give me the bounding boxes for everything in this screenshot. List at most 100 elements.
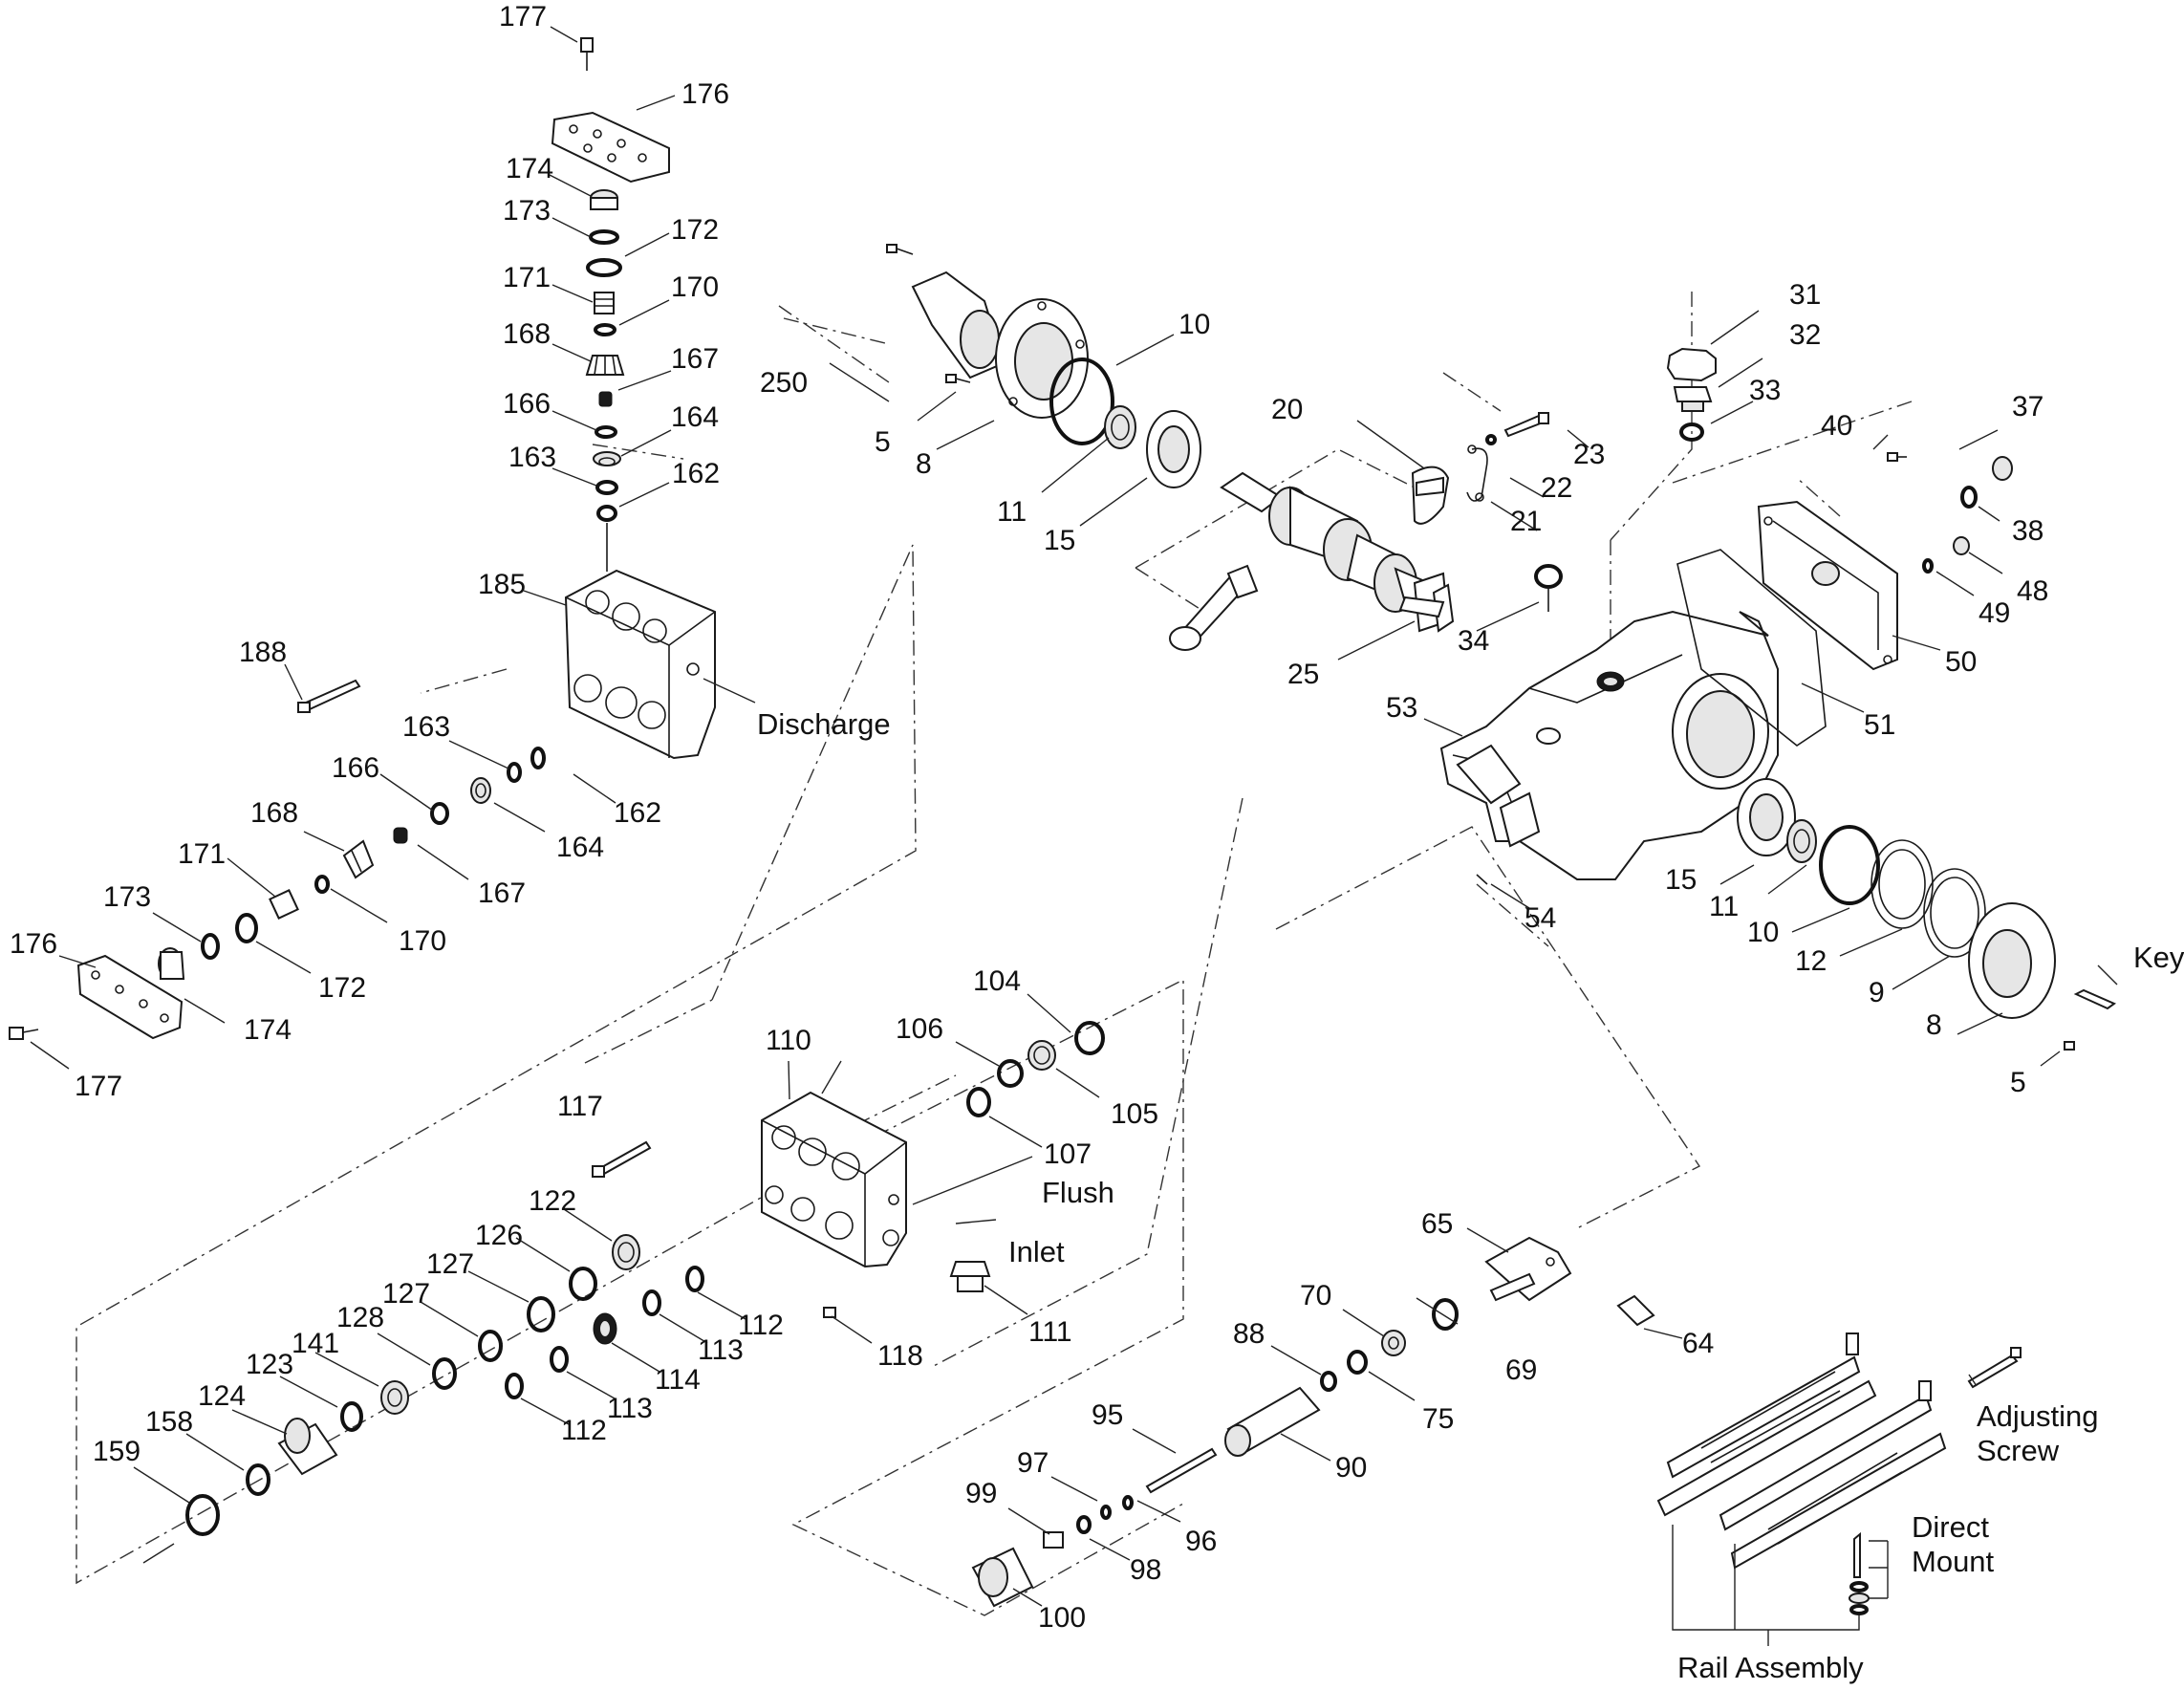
plug-37 [1992,456,2013,481]
washer-70 [1381,1330,1406,1356]
label-key: Key [2133,941,2184,974]
shim-12 [1870,839,1934,929]
valve-cover-176-top [551,111,670,184]
screws-5-top [886,244,971,383]
bearing-half-21 [1466,444,1488,502]
label-31: 31 [1789,279,1821,311]
washer-170-top [594,323,616,336]
label-25: 25 [1287,659,1319,690]
label-20: 20 [1271,394,1303,425]
oring-10-top [1049,358,1114,445]
seal-11-right [1786,819,1817,863]
oring-162-left [530,747,546,769]
label-69: 69 [1505,1354,1537,1386]
label-98: 98 [1130,1554,1161,1586]
bolt-188 [297,679,361,713]
inlet-manifold-fittings [185,1021,1105,1536]
label-172-top: 172 [671,214,719,246]
washer-88 [1320,1371,1337,1392]
ring-128 [432,1357,457,1390]
label-167-left: 167 [478,878,526,909]
connecting-rod [1169,564,1259,651]
plunger-rod-65 [1484,1236,1572,1302]
oring-163-left [507,762,522,783]
filler-cap-31 [1666,347,1717,382]
label-33: 33 [1749,375,1781,406]
label-97: 97 [1017,1447,1049,1479]
label-88: 88 [1233,1318,1265,1350]
rear-cover-50 [1757,500,1898,671]
label-104: 104 [973,965,1021,997]
label-50: 50 [1945,646,1977,678]
bearing-cover-group-top [886,244,1201,488]
label-10-right: 10 [1747,917,1779,948]
label-96: 96 [1185,1526,1217,1557]
plug-174-top [590,189,618,210]
label-118: 118 [877,1340,923,1372]
stud-95 [1145,1447,1218,1494]
label-173-left: 173 [103,881,151,913]
breather-32 [1673,386,1713,412]
label-167-top: 167 [671,343,719,375]
ring-126 [569,1267,597,1301]
plug-174-left [158,947,185,980]
label-185: 185 [478,569,526,600]
label-12: 12 [1795,945,1827,977]
ring-127-a [527,1296,555,1332]
label-mount: Mount [1912,1545,1995,1578]
label-173-top: 173 [503,195,551,227]
label-127-b: 127 [382,1278,430,1310]
label-250: 250 [760,367,808,399]
oring-172-top [586,258,622,277]
label-113-b: 113 [607,1393,653,1424]
label-75: 75 [1422,1403,1454,1435]
screw-177-left [9,1027,39,1040]
oring-173-top [589,229,619,245]
inlet-manifold-110 [761,1091,907,1268]
oring-112-b [505,1373,524,1399]
seal-105 [1027,1040,1056,1071]
label-141: 141 [292,1328,339,1359]
oring-123 [340,1401,363,1432]
oring-158 [246,1463,270,1496]
label-128: 128 [336,1302,384,1333]
label-adjusting: Adjusting [1977,1399,2099,1433]
valve-stack-top [551,37,670,572]
label-176-left: 176 [10,928,57,960]
label-54: 54 [1524,902,1556,934]
plunger-assembly [971,1236,1655,1608]
washer-49 [1922,558,1934,574]
rail-assembly [1656,1332,1947,1570]
seat-164-top [593,451,621,466]
retainer-100 [971,1547,1034,1608]
bearing-15-top [1146,410,1201,488]
discharge-manifold-185 [564,569,716,760]
screw-40 [1887,452,1907,462]
label-188: 188 [239,637,287,668]
label-screw: Screw [1977,1434,2060,1467]
label-48: 48 [2017,575,2048,607]
label-106: 106 [896,1013,943,1045]
plug-48 [1953,536,1970,555]
spring-171-top [594,292,615,314]
oring-113-b [550,1346,569,1373]
label-rail-assembly: Rail Assembly [1677,1651,1864,1684]
spring-171-left [269,889,299,920]
label-172-left: 172 [318,972,366,1004]
label-122: 122 [529,1185,576,1217]
bolt-117 [592,1140,652,1178]
oring-112-a [685,1266,704,1292]
retainer-99 [1043,1531,1064,1549]
label-166-left: 166 [332,752,379,784]
oring-166-top [595,425,617,439]
pin-64 [1616,1294,1655,1327]
label-21: 21 [1510,506,1542,537]
label-90: 90 [1335,1452,1367,1484]
direct-mount-hardware [1849,1531,1870,1615]
label-5-top: 5 [875,426,891,458]
label-5-right: 5 [2010,1067,2026,1098]
bearing-15-right [1737,778,1796,856]
label-168-top: 168 [503,318,551,350]
label-9: 9 [1869,977,1885,1008]
bearing-cover-8-top [995,298,1089,419]
